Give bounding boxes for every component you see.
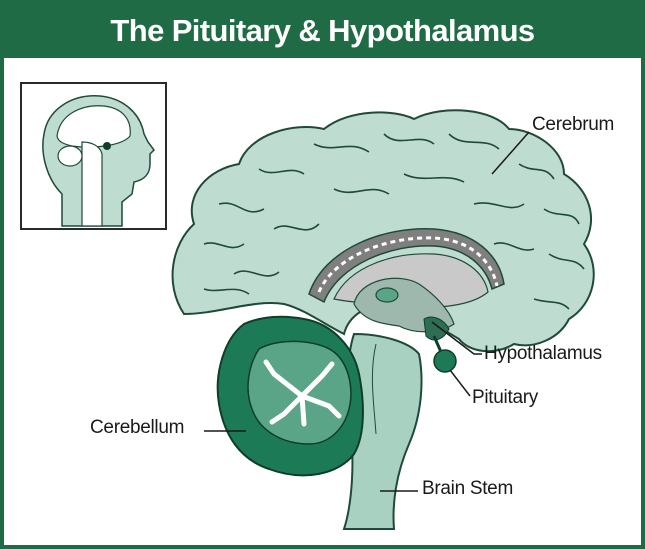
pituitary-leader — [450, 370, 470, 396]
pituitary-gland — [434, 350, 456, 372]
cerebellum-label: Cerebellum — [90, 417, 184, 439]
cerebrum-label: Cerebrum — [532, 114, 614, 136]
hypothalamus-label: Hypothalamus — [484, 343, 602, 365]
head-inset — [20, 82, 167, 230]
pituitary-label: Pituitary — [472, 387, 538, 409]
brain-stem-label: Brain Stem — [422, 478, 513, 500]
head-silhouette-icon — [22, 84, 165, 228]
